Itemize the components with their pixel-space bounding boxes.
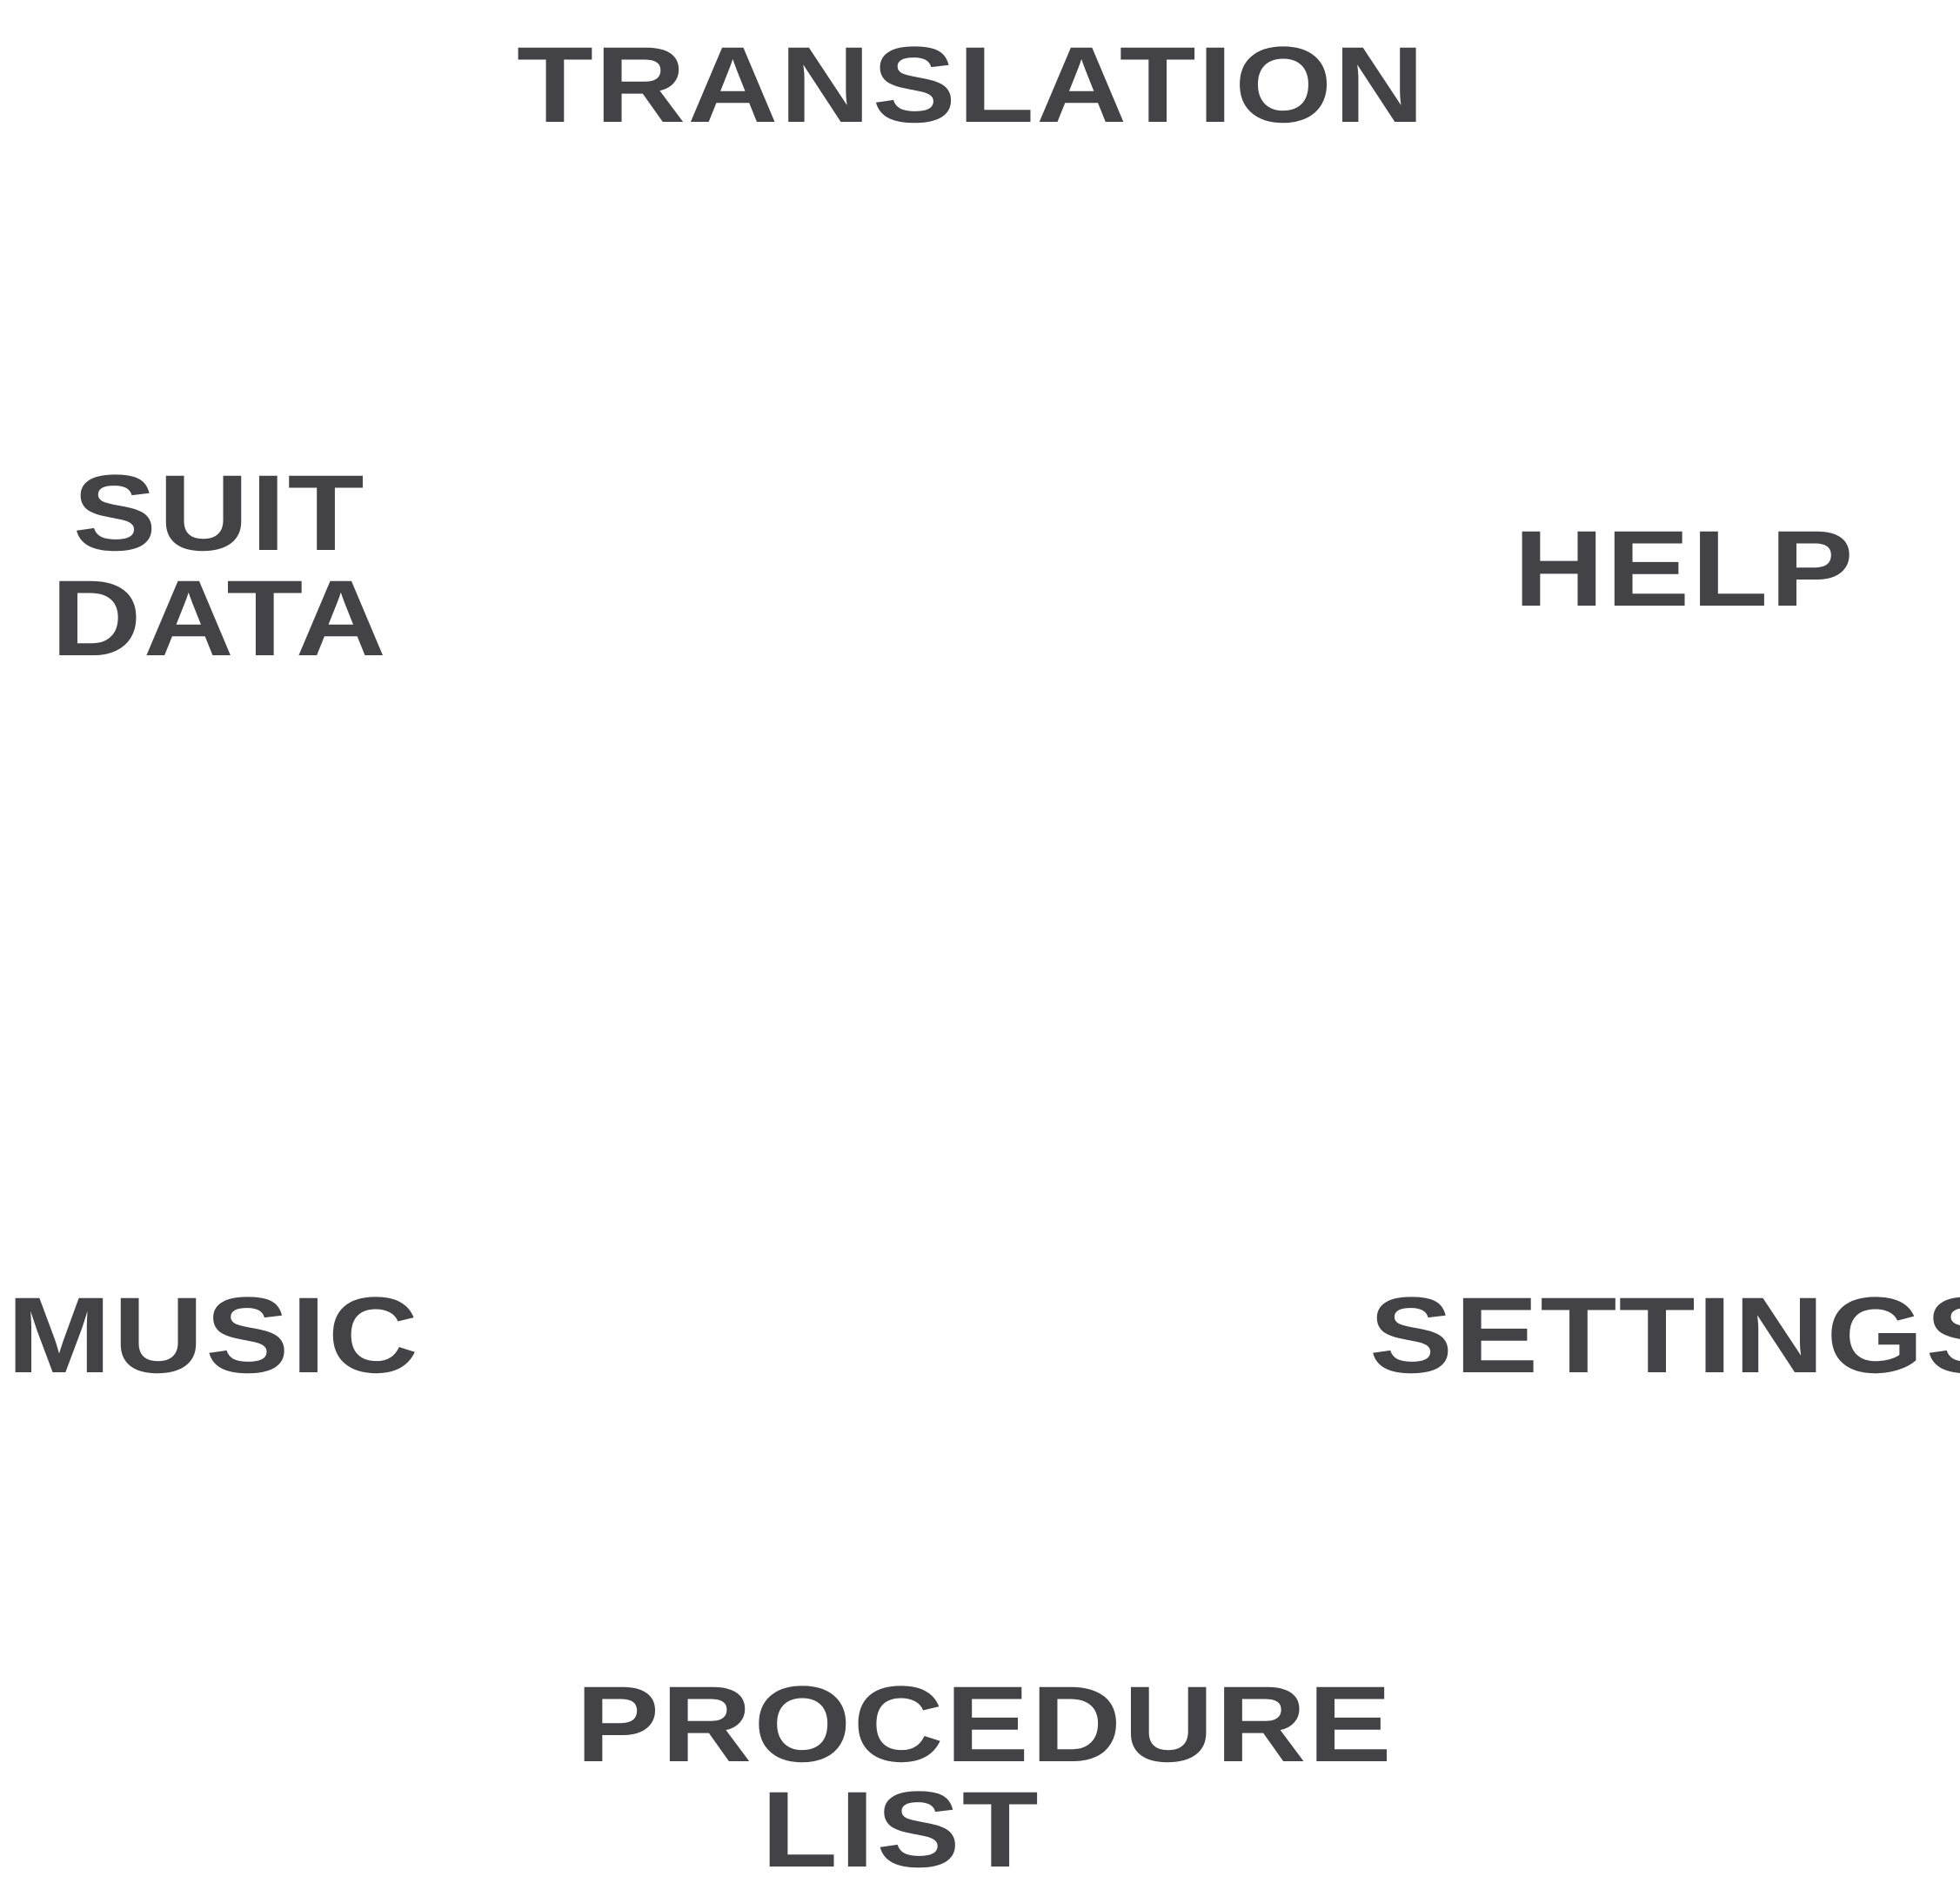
menu-item-procedure-list[interactable]: PROCEDURE LIST <box>576 1665 1394 1890</box>
suit-data-label-line1: SUIT <box>72 453 366 573</box>
menu-item-translation[interactable]: TRANSLATION <box>517 25 1427 145</box>
suit-data-label-line2: DATA <box>50 559 389 679</box>
menu-item-music[interactable]: MUSIC <box>7 1276 421 1396</box>
menu-item-help[interactable]: HELP <box>1514 509 1856 629</box>
menu-item-suit-data[interactable]: SUIT DATA <box>47 453 392 679</box>
procedure-list-label-line1: PROCEDURE <box>576 1665 1394 1785</box>
menu-item-settings[interactable]: SETTINGS <box>1369 1276 1960 1396</box>
procedure-list-label-line2: LIST <box>761 1770 1040 1890</box>
